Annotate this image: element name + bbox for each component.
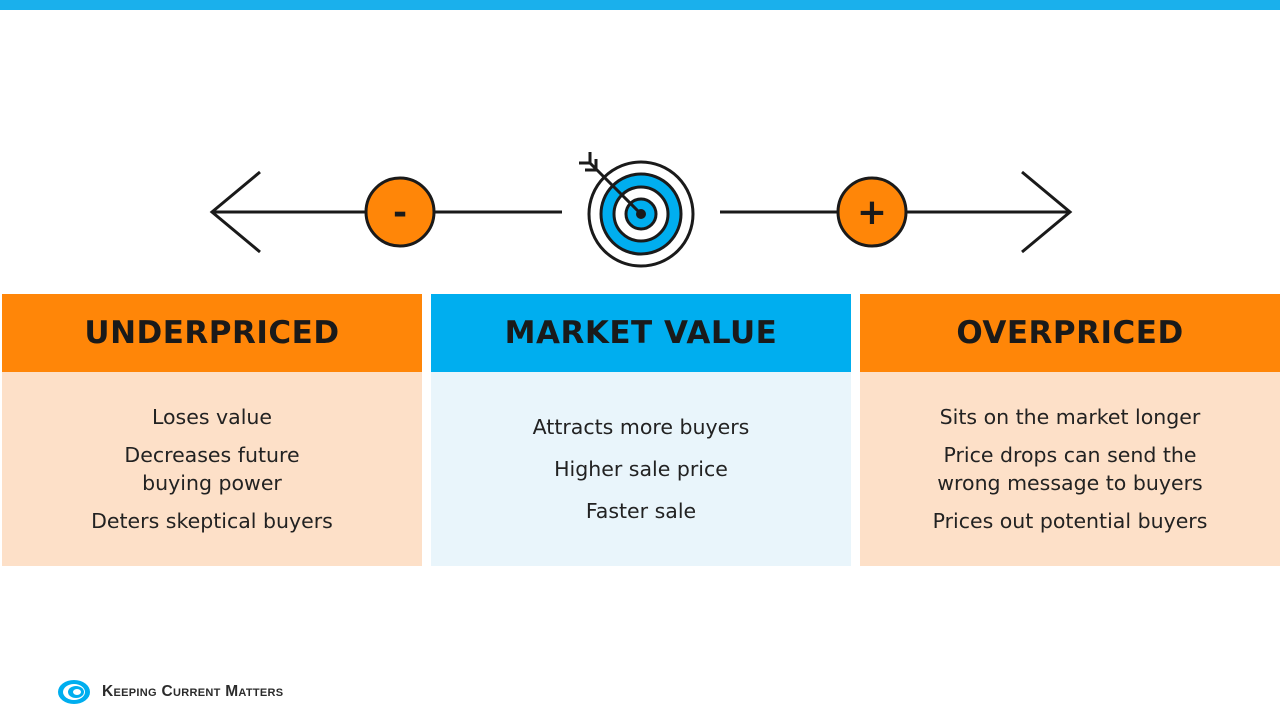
swirl-logo-icon <box>58 680 90 704</box>
minus-label: - <box>393 193 407 233</box>
list-item: Loses value <box>151 405 273 429</box>
market-value-header: MARKET VALUE <box>431 294 851 372</box>
plus-label: + <box>857 192 887 233</box>
list-item: Attracts more buyers <box>532 415 750 439</box>
plus-circle: + <box>836 176 908 248</box>
list-item: Higher sale price <box>554 457 728 481</box>
brand-logo: Keeping Current Matters <box>56 678 283 706</box>
underpriced-list: Loses value Decreases future buying powe… <box>2 372 422 566</box>
list-item: Sits on the market longer <box>939 405 1201 429</box>
underpriced-column: UNDERPRICED Loses value Decreases future… <box>2 294 422 566</box>
minus-circle: - <box>364 176 436 248</box>
market-value-column: MARKET VALUE Attracts more buyers Higher… <box>431 294 851 566</box>
market-value-list: Attracts more buyers Higher sale price F… <box>431 372 851 566</box>
list-item: Faster sale <box>585 499 697 523</box>
top-accent-bar <box>0 0 1280 10</box>
overpriced-header: OVERPRICED <box>860 294 1280 372</box>
target-icon <box>579 152 695 268</box>
brand-name: Keeping Current Matters <box>102 683 284 700</box>
overpriced-list: Sits on the market longer Price drops ca… <box>860 372 1280 566</box>
list-item: Prices out potential buyers <box>932 509 1208 533</box>
pricing-scale: - + <box>209 152 1073 268</box>
underpriced-header: UNDERPRICED <box>2 294 422 372</box>
list-item: Deters skeptical buyers <box>91 509 333 533</box>
overpriced-column: OVERPRICED Sits on the market longer Pri… <box>860 294 1280 566</box>
list-item: Decreases future buying power <box>124 443 300 495</box>
list-item: Price drops can send the wrong message t… <box>937 443 1203 495</box>
